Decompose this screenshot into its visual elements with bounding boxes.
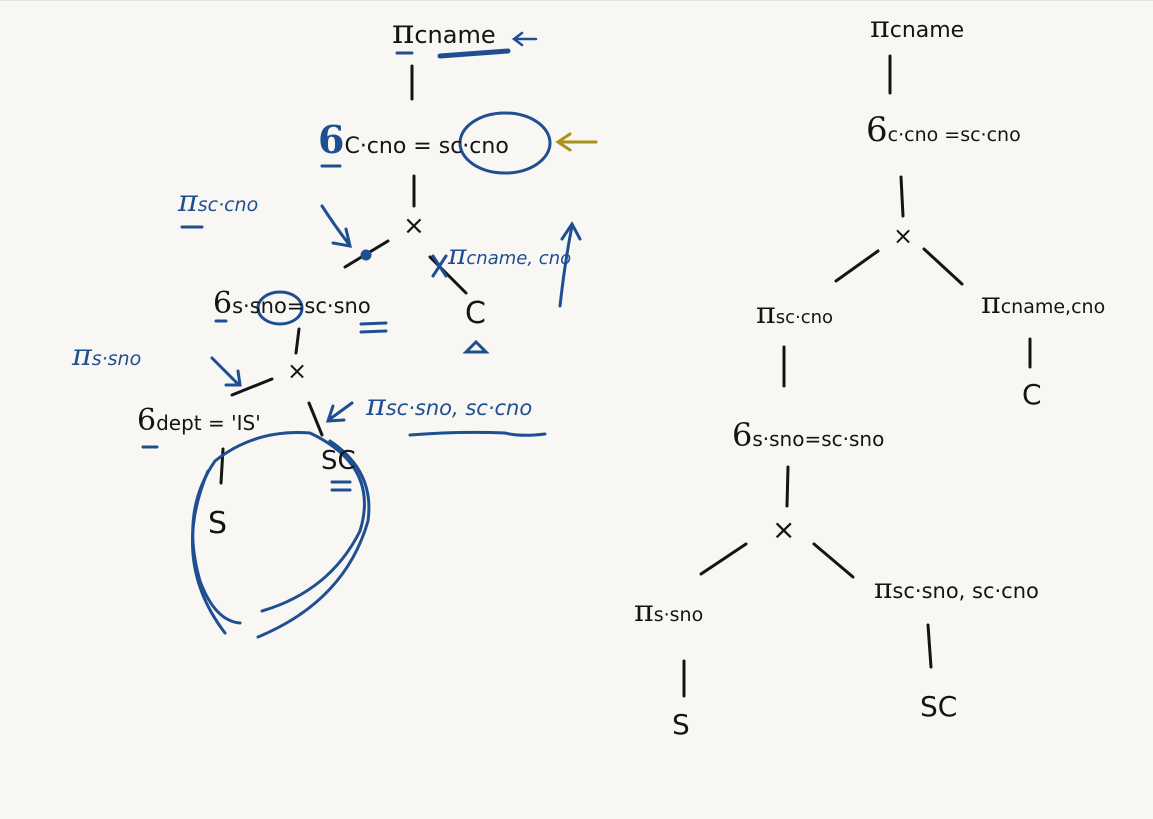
right-join-bottom: × <box>772 513 796 546</box>
circle-sc-cno <box>458 111 552 175</box>
left-sc-leaf: SC <box>321 446 356 476</box>
right-edge-join-proj-sc-sno <box>812 542 855 579</box>
cross-mark-c-edge <box>431 254 448 278</box>
annotation-proj-sc-sno-cno: πsc·sno, sc·cno <box>366 388 533 423</box>
underline-cname <box>437 48 511 59</box>
right-root-projection: πcname <box>870 10 965 45</box>
right-proj-sc-cno: πsc·cno <box>756 296 834 331</box>
left-selection-mid: 6s·sno=sc·sno <box>213 286 371 321</box>
underline-proj-sc-sno-cno <box>408 430 547 437</box>
double-eq-mid-2 <box>359 329 388 334</box>
left-edge-join-select-bottom <box>230 377 274 397</box>
left-join-bottom: × <box>287 357 308 385</box>
right-proj-sc-sno-cno: πsc·sno, sc·cno <box>874 572 1039 605</box>
right-selection-mid: 6s·sno=sc·sno <box>732 416 885 454</box>
right-proj-cname-cno: πcname,cno <box>981 286 1106 321</box>
right-edge-join-proj-cname <box>922 247 964 286</box>
arrow-up-cname <box>558 221 582 308</box>
left-edge-select-mid-join <box>294 327 301 355</box>
dot-left-branch <box>360 249 372 261</box>
arrow-to-left-branch <box>320 204 352 248</box>
left-s-leaf: S <box>208 506 228 541</box>
double-eq-mid-1 <box>359 321 388 326</box>
triangle-c <box>462 339 490 354</box>
right-c-leaf: C <box>1022 378 1042 411</box>
arrow-to-select-bottom <box>210 356 242 387</box>
left-selection-bottom: 6dept = 'IS' <box>137 403 261 438</box>
loop-circle-s-sc-b <box>191 439 371 639</box>
right-proj-s-sno: πs·sno <box>634 594 704 629</box>
arrow-to-sc <box>325 401 354 423</box>
left-root-projection: πcname <box>392 12 496 52</box>
left-edge-join-sc <box>307 401 324 437</box>
right-s-leaf: S <box>672 708 690 741</box>
circle-s-sno <box>256 290 304 326</box>
right-edge-join-proj-sc <box>834 249 880 283</box>
left-join-top: × <box>403 211 425 241</box>
right-sc-leaf: SC <box>920 690 958 723</box>
right-join-top: × <box>893 222 914 250</box>
right-selection-top: 6c·cno =sc·cno <box>866 110 1021 150</box>
left-selection-top: 6C·cno = sc·cno <box>318 117 509 162</box>
arrow-gold-select <box>555 132 598 152</box>
right-edge-join-proj-s <box>699 542 748 576</box>
right-edge-select-join <box>899 175 905 218</box>
arrow-blue-root <box>511 31 538 47</box>
right-edge-proj-sc-sc <box>926 623 933 669</box>
left-c-leaf: C <box>465 296 486 331</box>
annotation-proj-s-sno: πs·sno <box>72 338 142 373</box>
annotation-proj-cname-cno: πcname, cno <box>448 238 572 271</box>
right-edge-select-join <box>785 465 790 508</box>
annotation-proj-sc-cno: πsc·cno <box>178 184 259 219</box>
